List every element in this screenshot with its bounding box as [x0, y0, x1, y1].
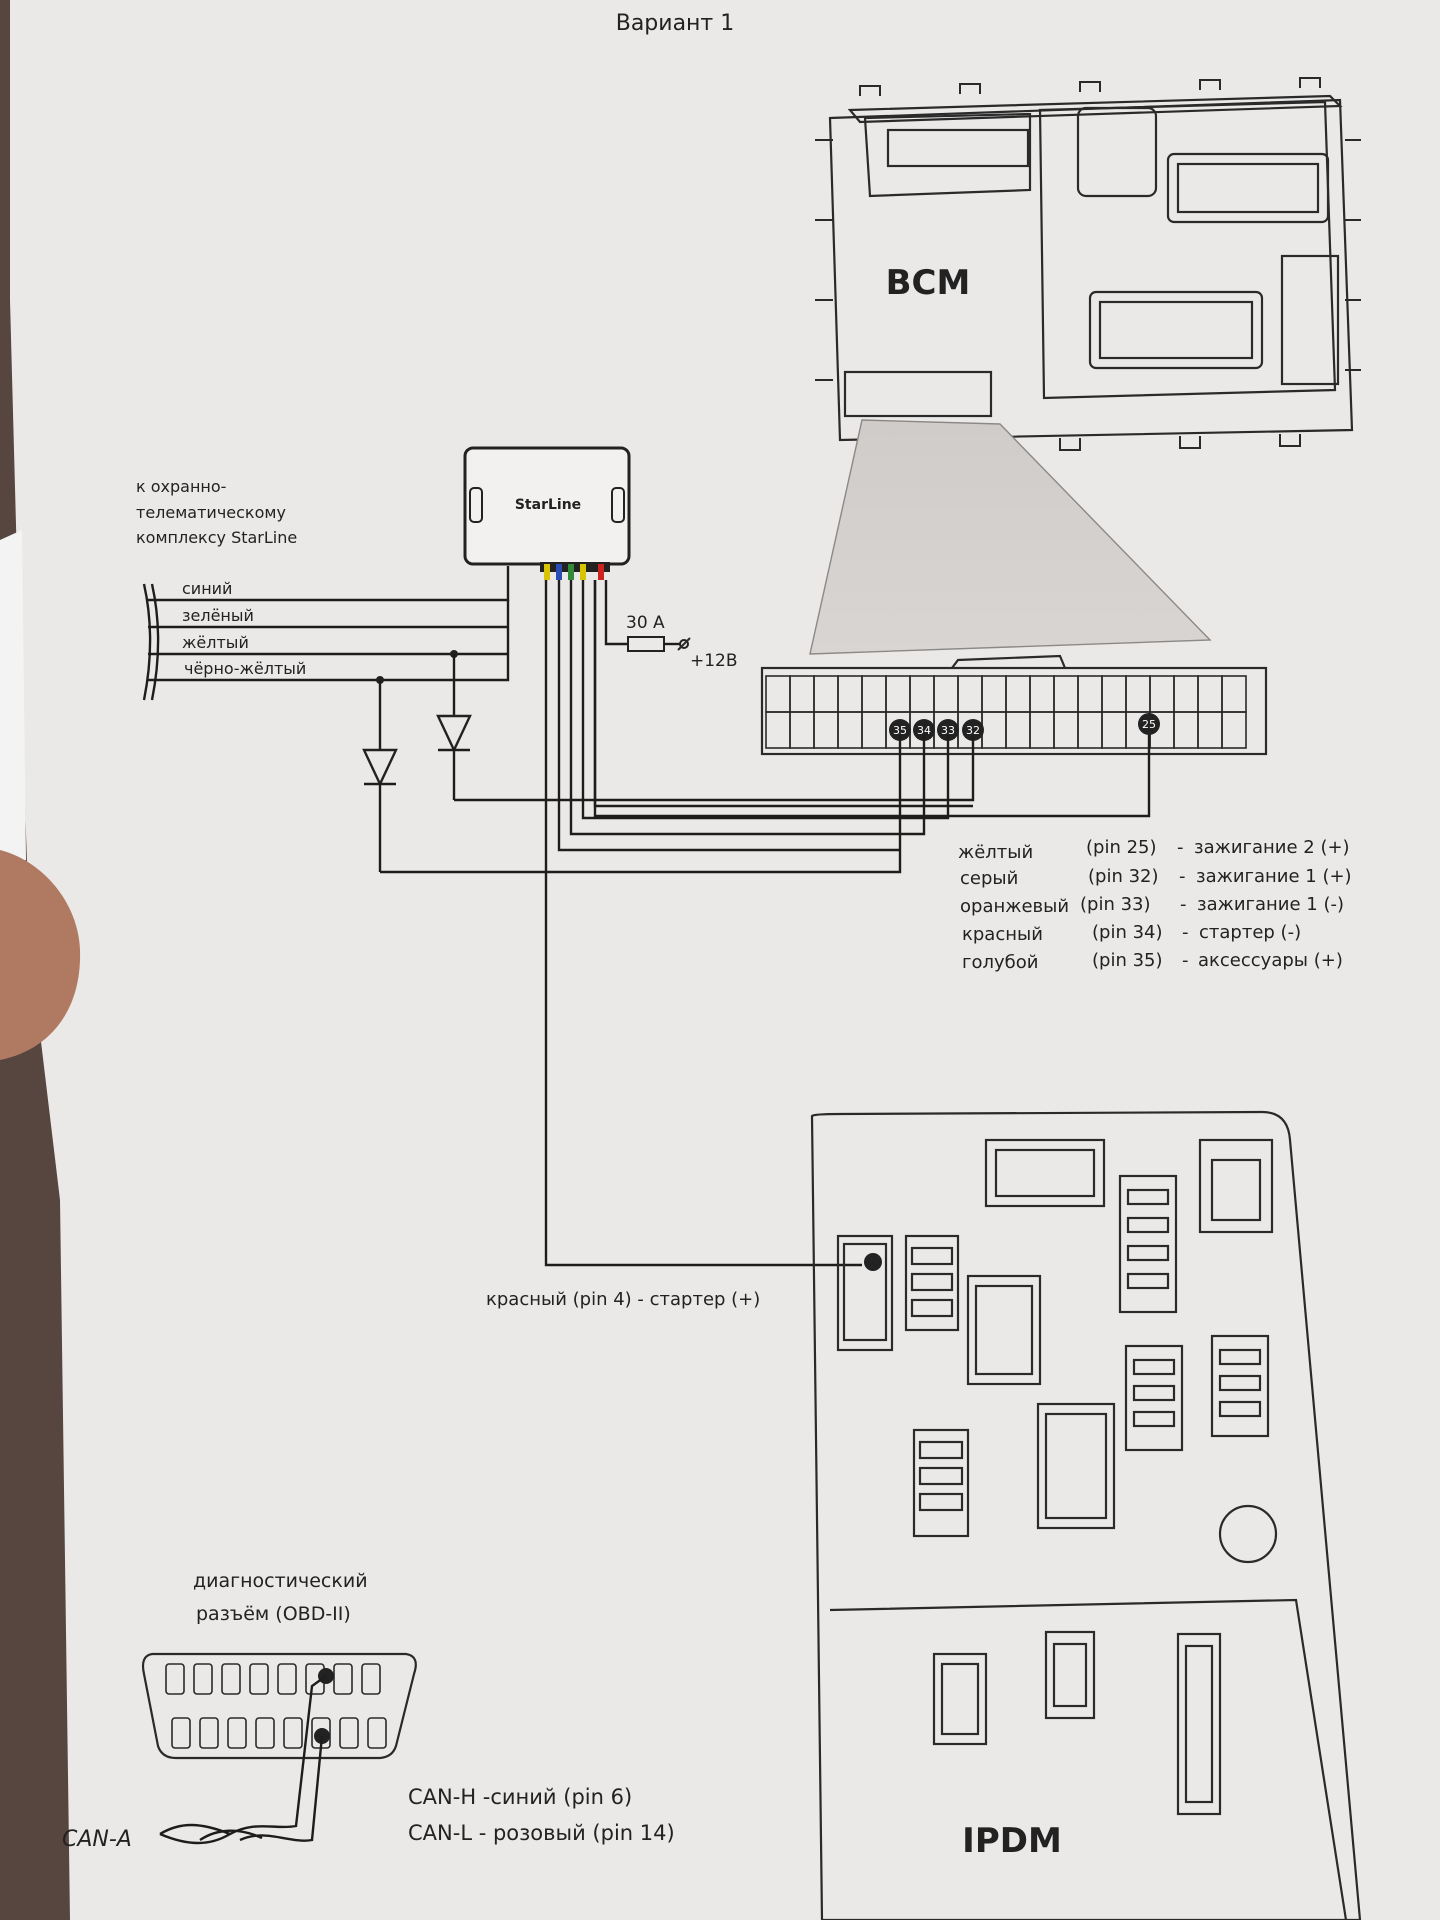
- ipdm-pin-4: 4: [870, 1257, 877, 1270]
- obd-pin-cell: [333, 1663, 353, 1695]
- can-l-label: CAN-L - розовый (pin 14): [408, 1821, 675, 1845]
- legend-color-2: серый: [960, 868, 1018, 889]
- bus-wires: синий зелёный жёлтый чёрно-жёлтый: [142, 566, 510, 701]
- bcm-connector-cell: [1221, 711, 1247, 749]
- starline-logo: StarLine: [515, 497, 581, 513]
- obd-pin-cell: [249, 1663, 269, 1695]
- can-a-label: CAN-A: [62, 1827, 132, 1852]
- obd-pin-6: 6: [323, 1673, 329, 1683]
- ipdm-wire-label: красный (pin 4) - стартер (+): [486, 1289, 760, 1310]
- can-h-label: CAN-H -синий (pin 6): [408, 1785, 632, 1809]
- fuse-rating: 30 A: [626, 613, 665, 633]
- starline-note-3: комплексу StarLine: [136, 528, 297, 547]
- starline-module: StarLine: [463, 446, 631, 580]
- bcm-connector: 35 34 33 32 25: [760, 654, 1268, 756]
- legend-function-5: аксессуары (+): [1198, 950, 1343, 971]
- wire-label-blue: синий: [182, 579, 232, 598]
- lead-yellow-2: [580, 564, 586, 580]
- paper-sheet: [10, 0, 1440, 1920]
- legend-function-4: стартер (-): [1199, 922, 1301, 943]
- obd-pin-cell: [283, 1717, 303, 1749]
- obd-pin-cell: [165, 1663, 185, 1695]
- diode-2: [436, 654, 472, 800]
- legend-pin-1: (pin 25): [1086, 837, 1157, 858]
- wire-ipdm-pin-4: [544, 1010, 862, 1267]
- legend-pin-5: (pin 35): [1092, 950, 1163, 971]
- lead-blue: [556, 564, 562, 580]
- bcm-legend: жёлтый (pin 25) - зажигание 2 (+) серый …: [958, 837, 1352, 973]
- ipdm-pin-marker: [864, 1253, 882, 1271]
- ipdm-label: IPDM: [962, 1821, 1062, 1861]
- lead-red: [598, 564, 604, 580]
- bcm-pin-label: 25: [1142, 718, 1156, 731]
- wire-label-black-yellow: чёрно-жёлтый: [184, 659, 306, 678]
- obd-pin-cell: [339, 1717, 359, 1749]
- obd-connector: диагностический разъём (OBD-II) 6 14 CAN…: [62, 1570, 675, 1852]
- bcm-pin-label: 33: [941, 724, 955, 737]
- bcm-pin-marker: [1138, 713, 1160, 735]
- bcm-pin-label: 35: [893, 724, 907, 737]
- legend-dash-1: -: [1177, 837, 1184, 858]
- obd-pin-cell: [199, 1717, 219, 1749]
- fuse: 30 A +12В: [626, 613, 738, 671]
- wire-label-green: зелёный: [182, 606, 254, 625]
- bcm-pin-marker: [913, 719, 935, 741]
- starline-note-1: к охранно-: [136, 477, 226, 496]
- bcm-harness: [380, 580, 975, 1010]
- obd-pin-cell: [255, 1717, 275, 1749]
- obd-pin-cell: [367, 1717, 387, 1749]
- bcm-label: BCM: [886, 263, 971, 303]
- bcm-pin-label: 34: [917, 724, 931, 737]
- wire-pin-25: [595, 735, 1151, 818]
- obd-title-2: разъём (OBD-II): [196, 1603, 351, 1625]
- legend-color-3: оранжевый: [960, 896, 1069, 917]
- obd-pin-cell: [171, 1717, 191, 1749]
- legend-dash-2: -: [1179, 866, 1186, 887]
- bcm-pin-label: 32: [966, 724, 980, 737]
- legend-color-5: голубой: [962, 952, 1038, 973]
- obd-pin-cell: [361, 1663, 381, 1695]
- fuse-supply: +12В: [690, 651, 738, 671]
- obd-pin-cell: [227, 1717, 247, 1749]
- legend-dash-5: -: [1182, 950, 1189, 971]
- legend-function-1: зажигание 2 (+): [1194, 837, 1350, 858]
- bcm-pin-marker: [937, 719, 959, 741]
- legend-pin-3: (pin 33): [1080, 894, 1151, 915]
- legend-pin-2: (pin 32): [1088, 866, 1159, 887]
- page-title: Вариант 1: [616, 11, 735, 36]
- starline-note-2: телематическому: [136, 503, 286, 522]
- legend-pin-4: (pin 34): [1092, 922, 1163, 943]
- legend-color-1: жёлтый: [958, 842, 1033, 863]
- thumb: [0, 850, 81, 1060]
- obd-pin-cell: [221, 1663, 241, 1695]
- obd-pin-cell: [277, 1663, 297, 1695]
- legend-dash-4: -: [1182, 922, 1189, 943]
- obd-title-1: диагностический: [193, 1570, 368, 1592]
- bcm-pin-marker: [962, 719, 984, 741]
- lead-green: [568, 564, 574, 580]
- legend-function-2: зажигание 1 (+): [1196, 866, 1352, 887]
- legend-dash-3: -: [1180, 894, 1187, 915]
- diode-1: [362, 680, 398, 872]
- lead-yellow-1: [544, 564, 550, 580]
- legend-color-4: красный: [962, 924, 1043, 945]
- wire-label-yellow: жёлтый: [182, 633, 249, 652]
- legend-function-3: зажигание 1 (-): [1197, 894, 1344, 915]
- bcm-pin-marker: [889, 719, 911, 741]
- second-sheet: [0, 530, 26, 870]
- ipdm-unit: 4 IPDM: [810, 1110, 1362, 1920]
- connector-projection: [809, 419, 1212, 655]
- obd-pin-cell: [193, 1663, 213, 1695]
